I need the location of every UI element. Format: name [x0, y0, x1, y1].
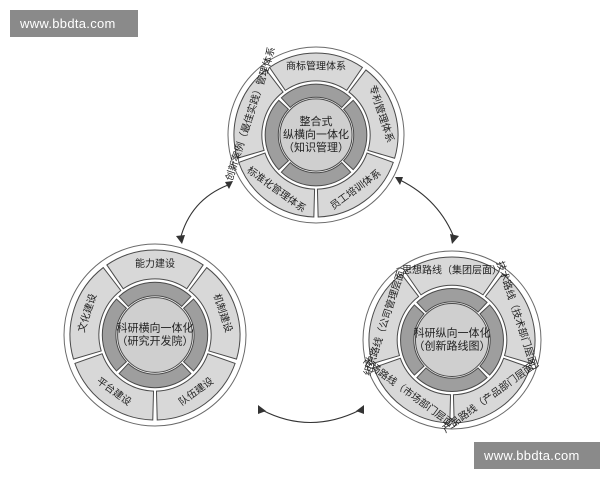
right-inner-ring-2 [400, 304, 425, 376]
top-segment-1 [348, 69, 399, 159]
top-center-text-0: 整合式 [300, 114, 333, 128]
arrow-top-left [179, 184, 229, 241]
right-core [414, 302, 490, 378]
top-segment-2 [316, 152, 394, 218]
left-inner-ring-3 [118, 281, 192, 308]
arrow-top-right [399, 179, 456, 241]
right-segment-2 [452, 357, 531, 424]
right-segment-1 [484, 273, 536, 365]
right-segment-0 [404, 256, 500, 296]
right-segment-label-0: 思想路线（集团层面） [402, 264, 502, 277]
left-inner-ring-2 [101, 298, 128, 372]
arrow-bottom [261, 409, 361, 423]
left-segment-4 [69, 266, 122, 360]
right-segment-4 [368, 273, 420, 365]
left-inner-ring-0 [182, 298, 209, 372]
right-center-text-1: （创新路线图） [414, 339, 491, 353]
watermark-top: www.bbdta.com [10, 10, 138, 37]
left-core [117, 297, 193, 373]
watermark-bottom: www.bbdta.com [474, 442, 600, 469]
left-center-text-0: 科研横向一体化 [117, 321, 194, 335]
right-inner-ring-3 [416, 288, 488, 313]
right-segment-3 [373, 357, 452, 424]
top-inner-ring-1 [280, 161, 352, 187]
left-segment-2 [155, 353, 236, 421]
top-inner-ring-0 [342, 99, 368, 171]
left-segment-1 [188, 266, 241, 360]
top-inner-ring-2 [264, 99, 290, 171]
left-center-text-1: （研究开发院） [117, 334, 194, 348]
left-segment-0 [106, 249, 204, 290]
right-inner-ring-1 [416, 367, 488, 392]
top-segment-0 [268, 52, 364, 92]
right-inner-ring-0 [479, 304, 504, 376]
top-center-text-2: （知识管理） [283, 140, 349, 154]
top-inner-ring-3 [280, 83, 352, 109]
top-core [279, 98, 353, 172]
top-segment-4 [233, 69, 284, 159]
top-segment-label-0: 商标管理体系 [286, 59, 346, 72]
arrowheads [176, 177, 459, 414]
left-segment-3 [74, 353, 155, 421]
left-inner-ring-1 [118, 362, 192, 389]
right-center-text-0: 科研纵向一体化 [414, 326, 491, 340]
circle-vertical-integration: 思想路线（集团层面）技术路线（技术部门层面）产品路线（产品部门层面）市场路线（市… [360, 250, 544, 435]
circle-horizontal-integration: 能力建设机制建设队伍建设平台建设文化建设科研横向一体化（研究开发院） [63, 243, 247, 427]
circle-knowledge-management: 商标管理体系专利管理体系员工培训体系标准化管理体系创新案例（最佳实践）管理体系整… [223, 45, 405, 224]
top-center-text-1: 纵横向一体化 [283, 127, 349, 141]
top-segment-3 [238, 152, 316, 218]
left-segment-label-0: 能力建设 [135, 257, 175, 270]
